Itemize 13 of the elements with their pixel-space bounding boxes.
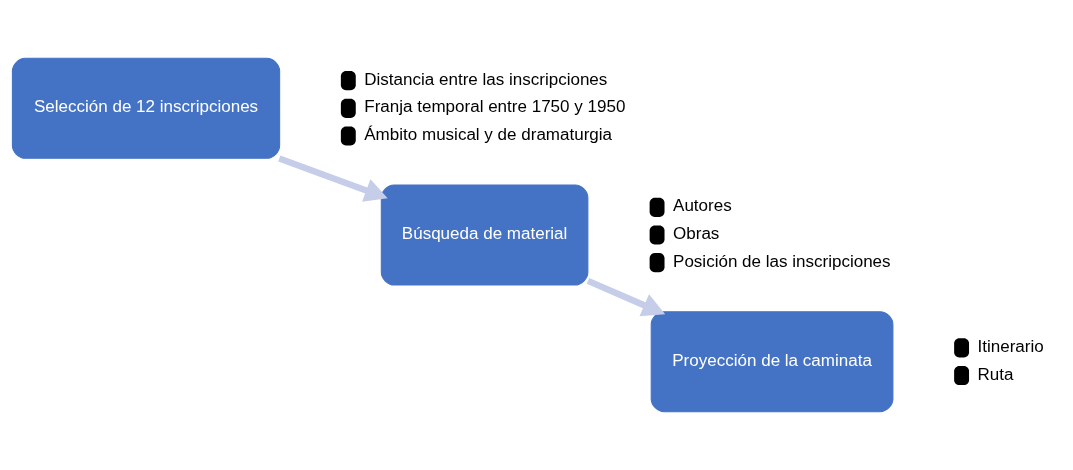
node-label: Itinerario — [977, 336, 1044, 356]
arrow — [278, 155, 388, 202]
node-label: Autores — [673, 196, 732, 216]
node-label: Ruta — [977, 364, 1014, 384]
node-box: Proyección de la caminata — [650, 311, 894, 413]
node-label: Franja temporal entre 1750 y 1950 — [364, 97, 626, 117]
node-label: Posición de las inscripciones — [673, 251, 891, 271]
node-box: Búsqueda de material — [380, 184, 589, 286]
node-box: Selección de 12 inscripciones — [11, 57, 281, 159]
node-label: Distancia entre las inscripciones — [364, 69, 608, 89]
arrow — [586, 277, 666, 317]
node-label: Ámbito musical y de dramaturgia — [364, 125, 613, 145]
node-label: Obras — [673, 224, 720, 244]
